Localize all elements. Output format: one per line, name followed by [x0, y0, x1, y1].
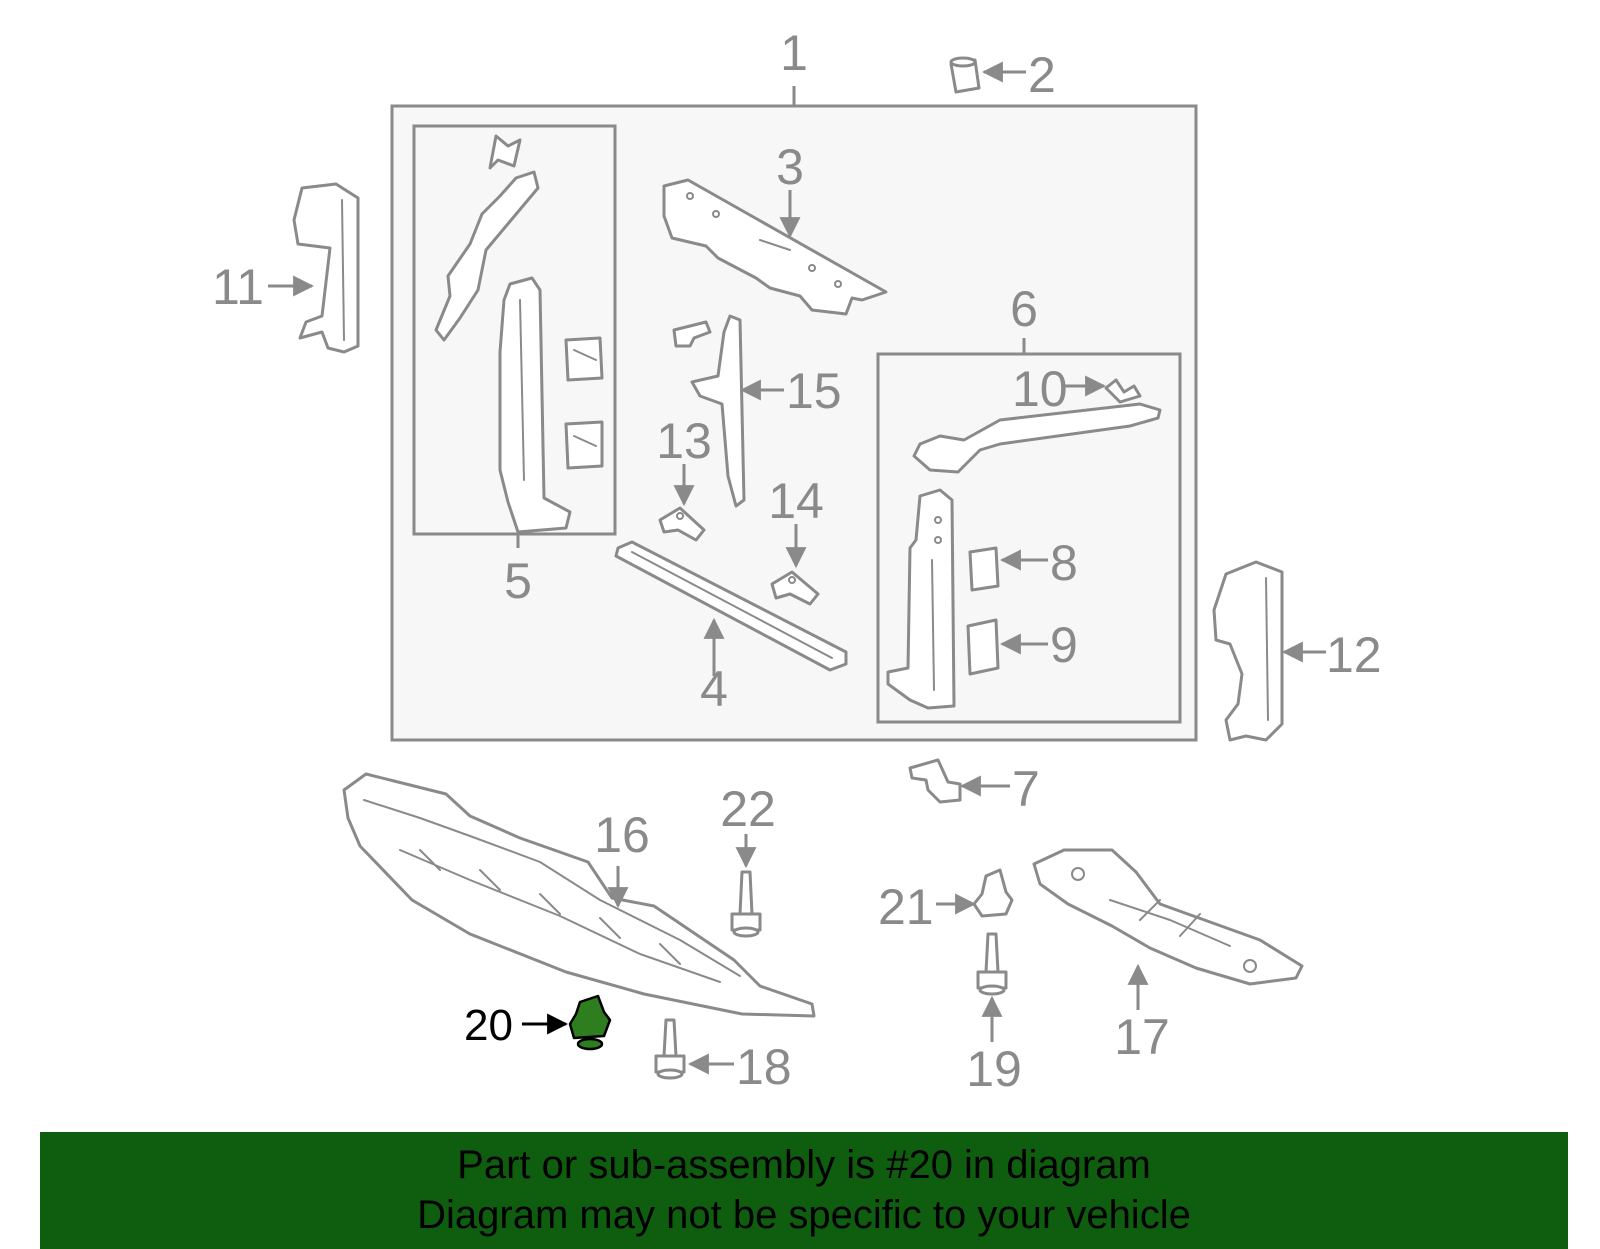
part-2-plug — [949, 56, 981, 94]
callout-10: 10 — [1012, 361, 1068, 417]
callout-4: 4 — [700, 661, 728, 717]
part-9-pad — [966, 618, 1000, 676]
part-5-side-support — [434, 134, 604, 534]
callout-14: 14 — [768, 473, 824, 529]
callout-9: 9 — [1050, 617, 1078, 673]
callout-2: 2 — [1028, 47, 1056, 103]
part-10-clip — [1104, 378, 1142, 404]
part-19-screw — [976, 932, 1008, 996]
callout-18: 18 — [736, 1039, 792, 1095]
callout-21: 21 — [878, 879, 934, 935]
part-15-bracket — [672, 314, 746, 508]
part-18-screw — [654, 1018, 686, 1080]
banner-line-1: Part or sub-assembly is #20 in diagram — [457, 1143, 1151, 1187]
part-11-side-seal — [292, 182, 360, 354]
callout-6: 6 — [1010, 281, 1038, 337]
callout-1: 1 — [780, 25, 808, 81]
callout-16: 16 — [594, 807, 650, 863]
part-16-undercover — [342, 772, 816, 1018]
part-17-undercover — [1032, 848, 1304, 986]
callout-19: 19 — [966, 1041, 1022, 1097]
callout-3: 3 — [776, 139, 804, 195]
banner-line-2: Diagram may not be specific to your vehi… — [417, 1193, 1191, 1237]
callout-17: 17 — [1114, 1009, 1170, 1065]
callout-12: 12 — [1326, 627, 1382, 683]
part-8-pad — [968, 546, 1000, 592]
info-banner: Part or sub-assembly is #20 in diagram D… — [40, 1132, 1568, 1249]
part-20-clip-highlighted[interactable] — [568, 994, 612, 1051]
callout-20: 20 — [464, 1001, 513, 1050]
part-13-bracket — [658, 506, 706, 542]
part-14-bracket — [770, 570, 820, 606]
part-6-upper-member — [912, 402, 1162, 474]
callout-8: 8 — [1050, 535, 1078, 591]
part-6-vertical-support — [886, 488, 956, 710]
part-21-clip — [972, 868, 1014, 918]
part-3-upper-support — [662, 178, 888, 316]
callout-5: 5 — [504, 553, 532, 609]
part-7-bracket — [908, 758, 962, 804]
part-12-side-seal — [1212, 560, 1284, 742]
callout-11: 11 — [212, 259, 264, 315]
part-4-lower-rail — [614, 540, 848, 672]
callout-15: 15 — [786, 363, 842, 419]
callout-22: 22 — [720, 781, 776, 837]
callout-7: 7 — [1012, 761, 1040, 817]
callout-13: 13 — [656, 413, 712, 469]
part-22-screw — [730, 870, 762, 938]
